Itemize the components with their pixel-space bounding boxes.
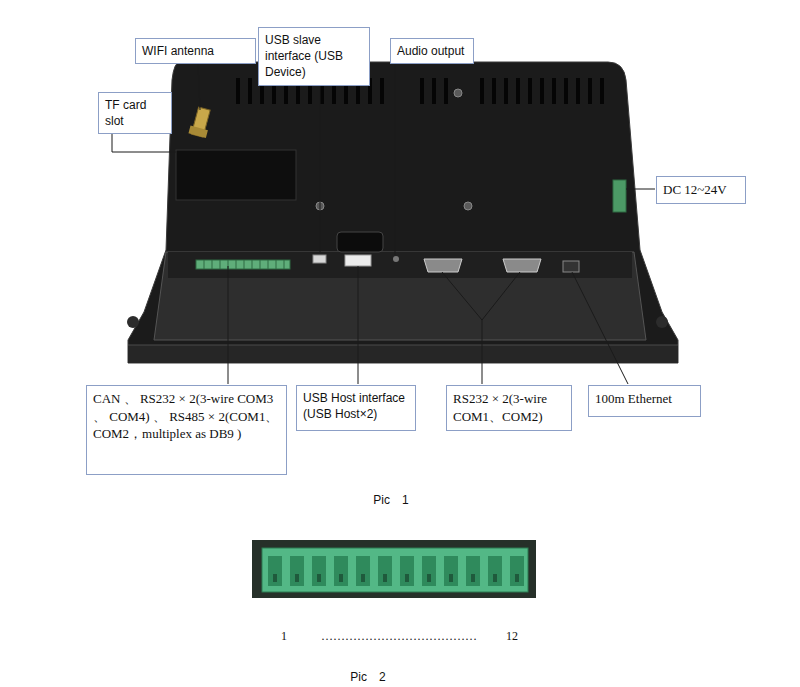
pin-number: 1 (281, 629, 287, 644)
callout-box: Audio output (390, 38, 474, 64)
callout-text: CAN 、 RS232 × 2(3-wire COM3 、 COM4) 、 RS… (93, 390, 280, 443)
callout-box: USB Host interface (USB Host×2) (296, 385, 416, 431)
callout-box: 100m Ethernet (588, 385, 701, 417)
callout-text: USB slave interface (USB Device) (265, 32, 363, 81)
callout-text: WIFI antenna (142, 43, 249, 59)
figure-caption: Pic 1 (373, 492, 408, 509)
callout-text: DC 12~24V (663, 181, 739, 199)
callout-box: USB slave interface (USB Device) (258, 27, 370, 86)
callout-text: 100m Ethernet (595, 390, 694, 408)
callout-box: RS232 × 2(3-wire COM1、COM2) (446, 385, 572, 431)
callout-text: TF card slot (105, 97, 165, 129)
callout-text: USB Host interface (USB Host×2) (303, 390, 409, 422)
figure-caption: Pic 2 (350, 669, 385, 686)
callout-box: CAN 、 RS232 × 2(3-wire COM3 、 COM4) 、 RS… (86, 385, 287, 475)
callout-text: RS232 × 2(3-wire COM1、COM2) (453, 390, 565, 425)
callout-box: TF card slot (98, 92, 172, 134)
pin-number: 12 (506, 629, 518, 644)
callout-box: DC 12~24V (656, 176, 746, 204)
pin-range-dots: ………………………………… (321, 629, 477, 644)
callout-text: Audio output (397, 43, 467, 59)
callout-box: WIFI antenna (135, 38, 256, 64)
